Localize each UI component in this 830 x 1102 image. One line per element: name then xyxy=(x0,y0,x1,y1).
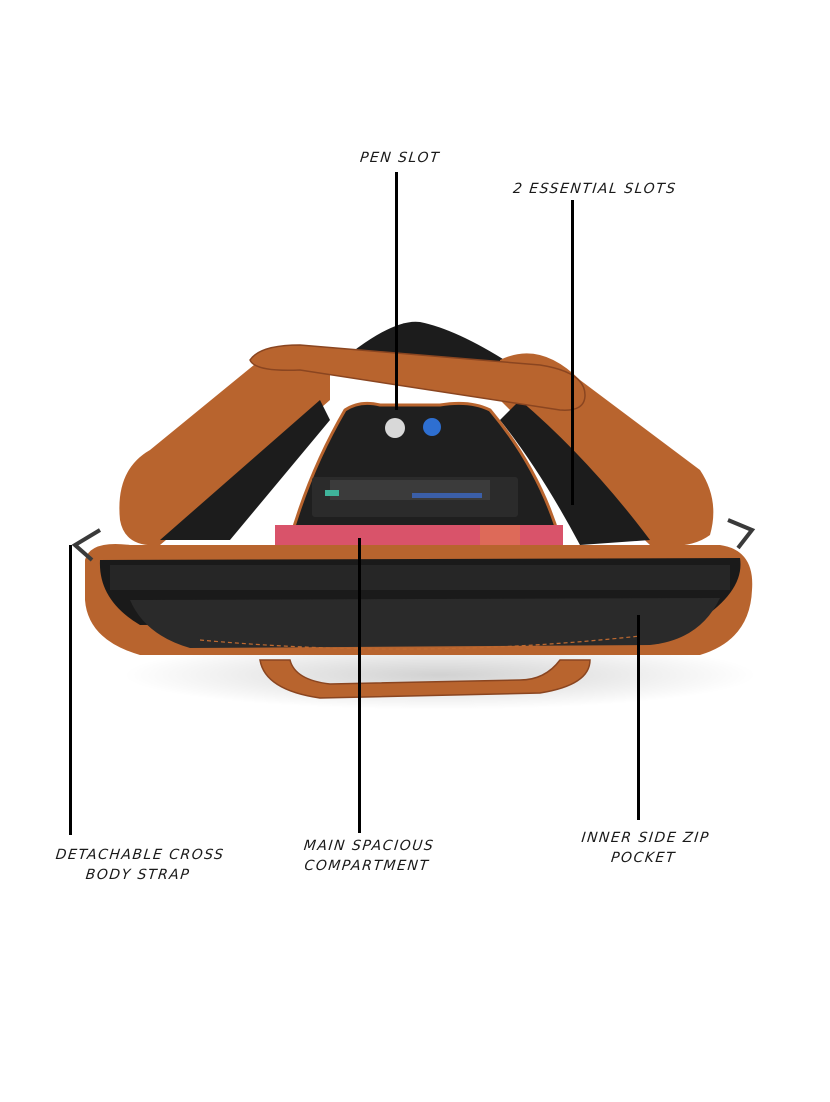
label-main-compartment-line2: COMPARTMENT xyxy=(303,858,431,874)
label-inner-zip-pocket-line1: INNER SIDE ZIP xyxy=(580,830,711,846)
label-main-compartment-line1: MAIN SPACIOUS xyxy=(302,838,436,854)
leader-line-cross-body-strap xyxy=(69,545,72,835)
label-inner-zip-pocket: INNER SIDE ZIP POCKET xyxy=(570,828,719,868)
leader-line-main-compartment xyxy=(358,538,361,833)
label-essential-slots: 2 ESSENTIAL SLOTS xyxy=(512,179,678,199)
label-inner-zip-pocket-line2: POCKET xyxy=(610,850,677,866)
leader-line-essential-slots xyxy=(571,200,574,505)
label-pen-slot: PEN SLOT xyxy=(359,148,441,168)
label-cross-body-strap: DETACHABLE CROSS BODY STRAP xyxy=(52,845,226,885)
label-main-compartment: MAIN SPACIOUS COMPARTMENT xyxy=(296,836,440,876)
label-pen-slot-line1: PEN SLOT xyxy=(359,150,441,166)
label-cross-body-strap-line1: DETACHABLE CROSS xyxy=(54,847,226,863)
label-essential-slots-line1: 2 ESSENTIAL SLOTS xyxy=(512,181,678,197)
leader-line-pen-slot xyxy=(395,172,398,410)
label-cross-body-strap-line2: BODY STRAP xyxy=(84,867,192,883)
leader-line-inner-zip-pocket xyxy=(637,615,640,820)
